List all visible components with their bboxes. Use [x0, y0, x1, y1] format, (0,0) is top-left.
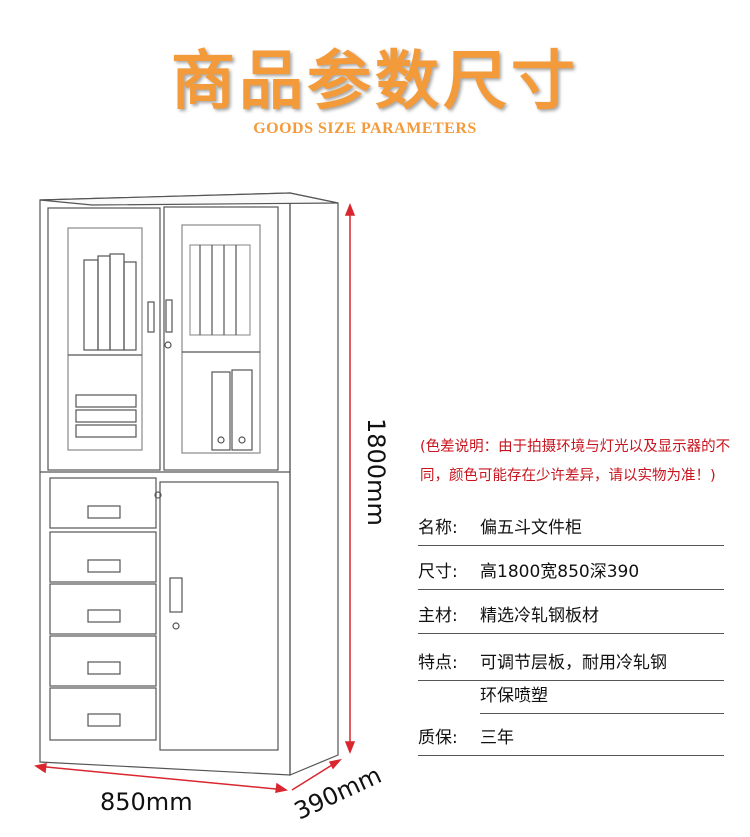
- spec-label: 特点:: [418, 653, 458, 673]
- binder: [231, 369, 253, 451]
- upper-right-door: [163, 206, 279, 471]
- binder: [211, 371, 231, 451]
- book: [83, 259, 99, 351]
- binder: [75, 409, 137, 423]
- lock-icon: [172, 622, 180, 630]
- spec-value: 三年: [480, 728, 514, 748]
- spec-value: 可调节层板，耐用冷轧钢: [480, 653, 667, 673]
- book: [189, 244, 251, 336]
- width-dimension: 850mm: [100, 788, 193, 816]
- upper-left-glass: [67, 227, 143, 451]
- spec-name: 名称: 偏五斗文件柜: [418, 512, 724, 546]
- handle: [165, 299, 173, 333]
- drawer: [49, 583, 157, 635]
- handle: [169, 577, 183, 613]
- spec-label: 尺寸:: [418, 562, 458, 582]
- spec-value: 精选冷轧钢板材: [480, 606, 599, 626]
- page-title: 商品参数尺寸: [171, 44, 579, 119]
- color-disclaimer: (色差说明：由于拍摄环境与灯光以及显示器的不同，颜色可能存在少许差异，请以实物为…: [420, 439, 731, 484]
- binder: [75, 424, 137, 438]
- drawer: [49, 531, 157, 583]
- lock-icon: [164, 341, 172, 349]
- drawer: [49, 635, 157, 687]
- spec-features: 特点: 可调节层板，耐用冷轧钢: [418, 647, 724, 681]
- binder: [75, 394, 137, 408]
- upper-left-door: [47, 207, 161, 471]
- spec-features-continued: 环保喷塑: [480, 680, 724, 714]
- lower-door: [159, 481, 279, 751]
- cabinet-top: [39, 192, 339, 206]
- spec-label: 名称:: [418, 518, 458, 538]
- drawer: [49, 477, 157, 529]
- spec-value: 高1800宽850深390: [480, 562, 640, 582]
- spec-label: 主材:: [418, 606, 458, 626]
- handle: [147, 301, 155, 333]
- width-dimension-line: [35, 765, 287, 791]
- spec-size: 尺寸: 高1800宽850深390: [418, 556, 724, 590]
- book: [97, 255, 111, 351]
- spec-label: 质保:: [418, 728, 458, 748]
- page-subtitle: GOODS SIZE PARAMETERS: [253, 120, 477, 137]
- height-dimension: 1800mm: [362, 418, 390, 526]
- lock-icon: [154, 491, 162, 499]
- spec-warranty: 质保: 三年: [418, 722, 724, 756]
- spec-material: 主材: 精选冷轧钢板材: [418, 600, 724, 634]
- upper-right-glass: [181, 224, 261, 454]
- spec-value: 偏五斗文件柜: [480, 518, 582, 538]
- cabinet-side: [289, 192, 339, 776]
- book: [123, 261, 137, 351]
- drawer: [49, 687, 157, 741]
- book: [109, 253, 125, 351]
